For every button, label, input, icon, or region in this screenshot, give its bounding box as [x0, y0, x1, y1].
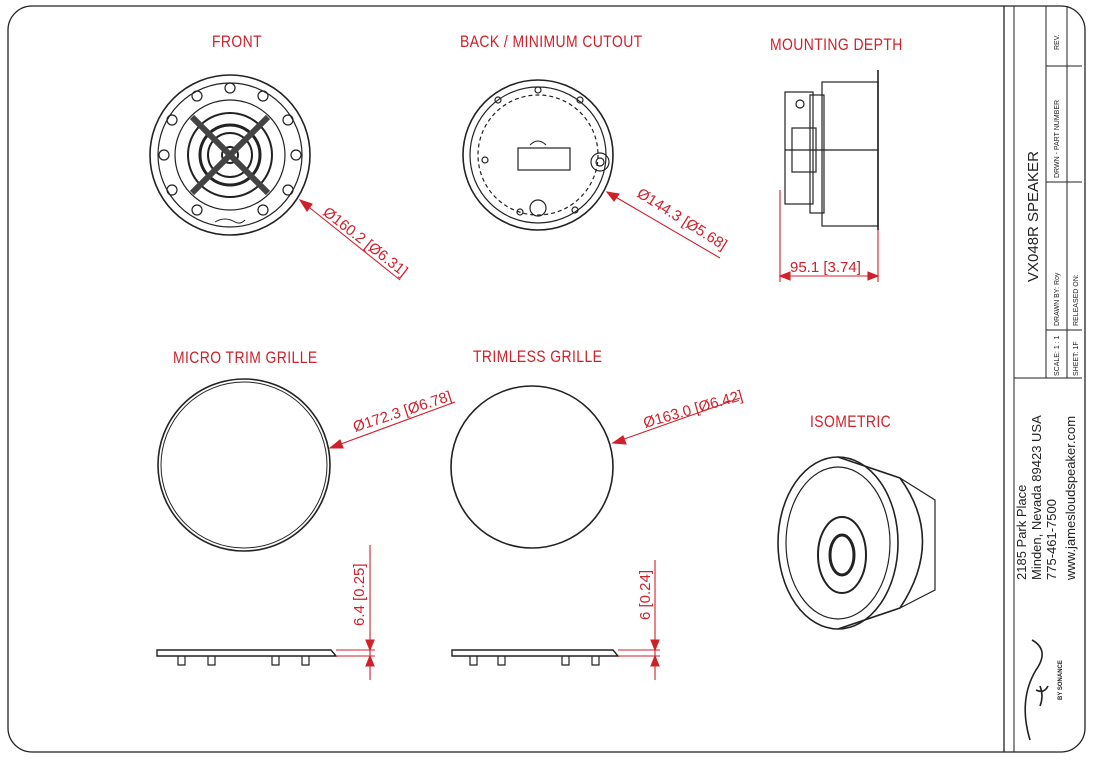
- trimless-diameter-dim: Ø163.0 [Ø6.42]: [641, 387, 744, 432]
- title-block-scale: SCALE: 1 : 1: [1054, 335, 1061, 376]
- title-block: [1013, 6, 1082, 752]
- depth-dim: 95.1 [3.74]: [790, 259, 861, 276]
- sheet-border: [7, 5, 1086, 753]
- mounting-depth-label: MOUNTING DEPTH: [770, 35, 903, 54]
- cutout-diameter-dim: Ø144.3 [Ø5.68]: [634, 185, 730, 254]
- isometric-view: [777, 456, 936, 630]
- address-line-1: 2185 Park Place: [1014, 485, 1029, 580]
- trimless-label: TRIMLESS GRILLE: [473, 347, 603, 366]
- micro-diameter-dim: Ø172.3 [Ø6.78]: [351, 388, 454, 436]
- title-block-sheet: SHEET: 1F: [1073, 341, 1080, 376]
- mounting-depth-view: [784, 70, 879, 230]
- front-view: [149, 74, 311, 236]
- front-diameter-dim: Ø160.2 [Ø6.31]: [320, 204, 411, 281]
- title-block-drawn-by: DRAWN BY: Roy: [1054, 272, 1061, 326]
- logo-subtitle: BY SONANCE: [1058, 660, 1064, 700]
- phone-number: 775-461-7500: [1044, 499, 1059, 580]
- dimension-lines: [298, 190, 880, 680]
- back-view-label: BACK / MINIMUM CUTOUT: [460, 32, 643, 51]
- trimless-grille-view: [450, 385, 620, 666]
- title-block-released: RELEASED ON:: [1073, 274, 1080, 326]
- isometric-label: ISOMETRIC: [810, 412, 892, 431]
- title-block-title: VX048R SPEAKER: [1025, 151, 1042, 282]
- back-view: [462, 79, 614, 231]
- address-line-2: Minden, Nevada 89423 USA: [1029, 415, 1044, 580]
- james-logo-icon: [1024, 639, 1049, 741]
- title-block-part-number: DRWN - PART NUMBER: [1054, 100, 1061, 178]
- front-view-label: FRONT: [212, 32, 263, 51]
- title-block-rev: REV.: [1054, 34, 1061, 50]
- micro-trim-label: MICRO TRIM GRILLE: [173, 348, 318, 367]
- micro-trim-grille-view: [156, 378, 338, 666]
- micro-thickness-dim: 6.4 [0.25]: [351, 563, 368, 626]
- trimless-thickness-dim: 6 [0.24]: [637, 570, 654, 620]
- website: www.jamesloudspeaker.com: [1063, 416, 1078, 581]
